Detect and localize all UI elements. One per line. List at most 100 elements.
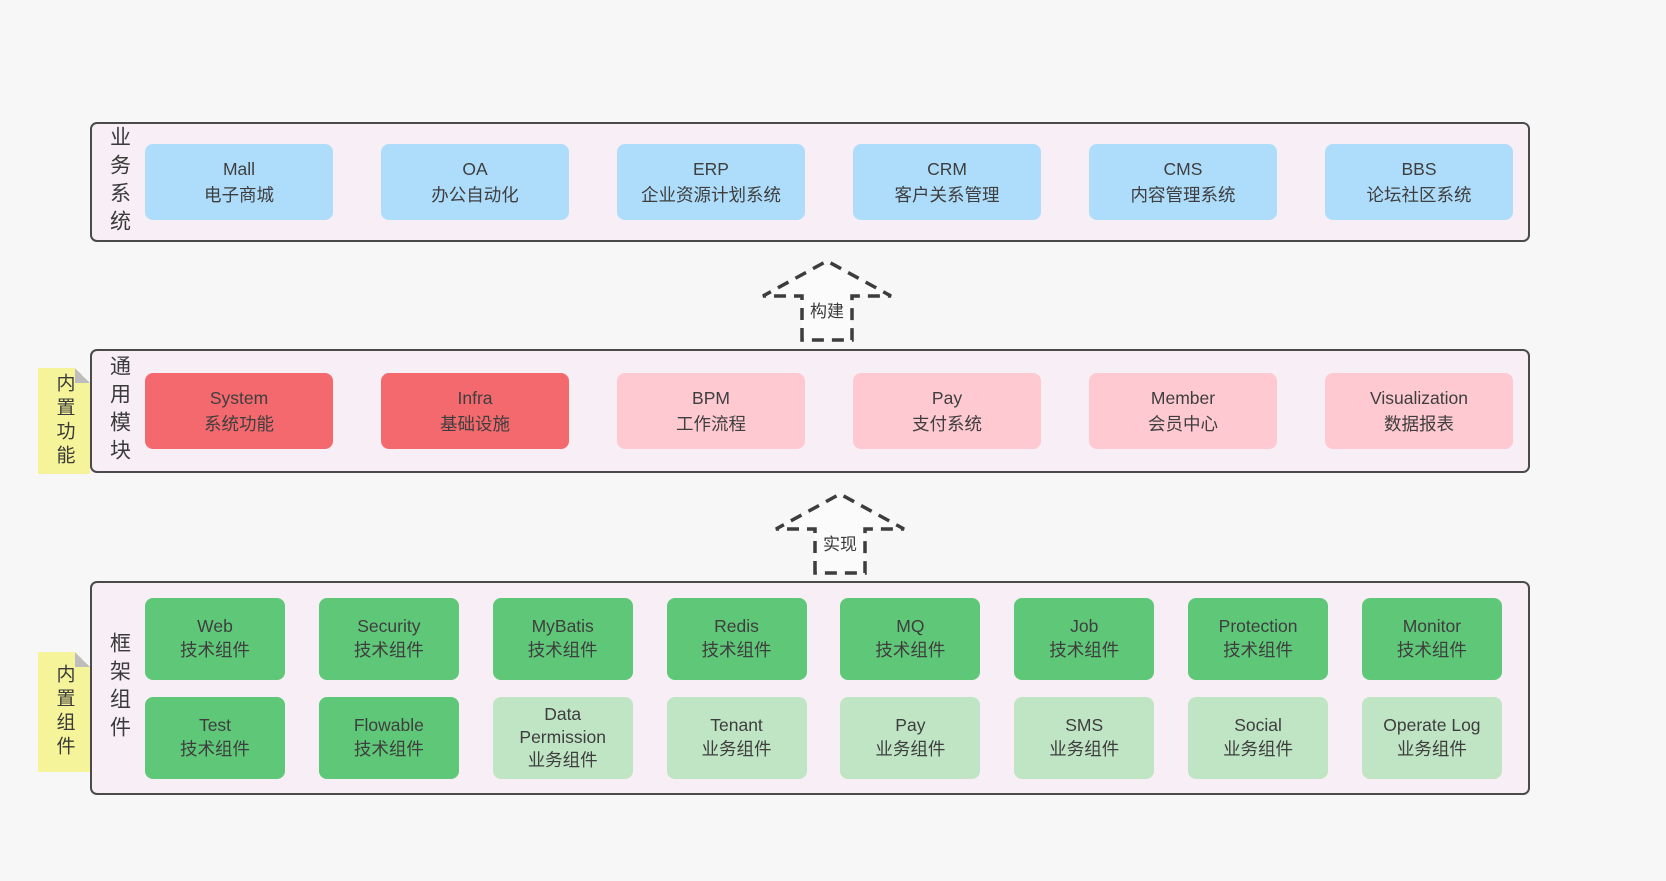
box-title: BBS <box>1401 158 1437 179</box>
folded-corner-icon <box>75 368 90 383</box>
box-subtitle: 技术组件 <box>875 639 946 660</box>
box-title: Security <box>357 616 421 637</box>
box-cms: CMS 内容管理系统 <box>1089 144 1277 220</box>
box-title: Operate Log <box>1383 715 1481 736</box>
box-title: Mall <box>222 158 256 179</box>
box-subtitle: 业务组件 <box>1223 738 1294 759</box>
box-subtitle: 企业资源计划系统 <box>641 185 781 205</box>
box-title: MQ <box>896 616 925 637</box>
box-bpm: BPM 工作流程 <box>617 373 805 449</box>
box-subtitle: 论坛社区系统 <box>1366 185 1472 205</box>
box-mall: Mall 电子商城 <box>145 144 333 220</box>
box-subtitle: 业务组件 <box>1396 738 1467 759</box>
box-subtitle: 电子商城 <box>204 185 274 205</box>
box-infra: Infra 基础设施 <box>381 373 569 449</box>
box-oa: OA 办公自动化 <box>381 144 569 220</box>
box-title: Test <box>198 715 232 736</box>
box-title: Tenant <box>710 715 763 736</box>
box-subtitle: 客户关系管理 <box>894 185 1000 205</box>
box-title: Pay <box>895 715 926 736</box>
layer-framework-components-label: 框架组件 <box>92 583 145 793</box>
box-bbs: BBS 论坛社区系统 <box>1325 144 1513 220</box>
box-erp: ERP 企业资源计划系统 <box>617 144 805 220</box>
box-title: Social <box>1234 715 1282 736</box>
box-data-permission: Data Permission 业务组件 <box>492 696 633 779</box>
box-title: Monitor <box>1402 616 1462 637</box>
box-system: System 系统功能 <box>145 373 333 449</box>
box-title: Pay <box>931 387 963 408</box>
box-subtitle: 业务组件 <box>527 750 598 771</box>
box-title: Web <box>197 616 233 637</box>
arrow-build-label: 构建 <box>807 297 847 322</box>
box-subtitle: 业务组件 <box>701 738 772 759</box>
box-title: Flowable <box>353 715 424 736</box>
box-subtitle: 基础设施 <box>440 414 510 434</box>
sticky-note-label: 内置组件 <box>53 664 75 760</box>
box-subtitle: 内容管理系统 <box>1130 185 1236 205</box>
box-title: CMS <box>1163 158 1203 179</box>
box-subtitle: 技术组件 <box>180 639 250 660</box>
layer-label-text: 框架组件 <box>107 632 131 744</box>
box-subtitle: 办公自动化 <box>431 185 519 205</box>
sticky-note-builtin-components: 内置组件 <box>38 652 90 772</box>
layer-common-modules-label: 通用模块 <box>92 351 145 471</box>
box-title: Member <box>1150 387 1216 408</box>
box-subtitle: 技术组件 <box>701 639 772 660</box>
box-title: MyBatis <box>531 616 594 637</box>
box-row: System 系统功能 Infra 基础设施 BPM 工作流程 Pay 支付系统 Member 会… <box>145 373 1513 449</box>
box-subtitle: 技术组件 <box>1049 639 1120 660</box>
box-title: ERP <box>693 158 729 179</box>
box-pay: Pay 支付系统 <box>853 373 1041 449</box>
box-title: Infra <box>457 387 493 408</box>
box-title: Data Permission <box>519 703 606 747</box>
box-subtitle: 技术组件 <box>527 639 598 660</box>
box-subtitle: 工作流程 <box>676 414 746 434</box>
box-title: Job <box>1070 616 1099 637</box>
box-title: System <box>209 387 269 408</box>
layer-common-modules: 通用模块 System 系统功能 Infra 基础设施 BPM 工作流程 Pay 支付系统 Me… <box>90 349 1530 473</box>
box-title: OA <box>462 158 488 179</box>
box-subtitle: 技术组件 <box>353 639 424 660</box>
layer-label-text: 业务系统 <box>107 126 131 238</box>
box-title: BPM <box>692 387 730 408</box>
box-title: Redis <box>714 616 759 637</box>
box-title: Protection <box>1218 616 1298 637</box>
layer-common-modules-boxes: System 系统功能 Infra 基础设施 BPM 工作流程 Pay 支付系统 Member 会… <box>145 351 1528 471</box>
box-title: SMS <box>1065 715 1104 736</box>
arrow-implement-label: 实现 <box>820 530 860 555</box>
box-subtitle: 技术组件 <box>1396 639 1467 660</box>
box-subtitle: 业务组件 <box>875 738 946 759</box>
box-subtitle: 业务组件 <box>1049 738 1120 759</box>
layer-label-text: 通用模块 <box>107 355 131 467</box>
box-member: Member 会员中心 <box>1089 373 1277 449</box>
box-subtitle: 技术组件 <box>180 738 250 759</box>
box-subtitle: 支付系统 <box>912 414 982 434</box>
box-subtitle: 系统功能 <box>204 414 274 434</box>
folded-corner-icon <box>75 652 90 667</box>
box-subtitle: 会员中心 <box>1148 414 1218 434</box>
layer-business-systems-label: 业务系统 <box>92 124 145 240</box>
sticky-note-builtin-features: 内置功能 <box>38 368 90 474</box>
